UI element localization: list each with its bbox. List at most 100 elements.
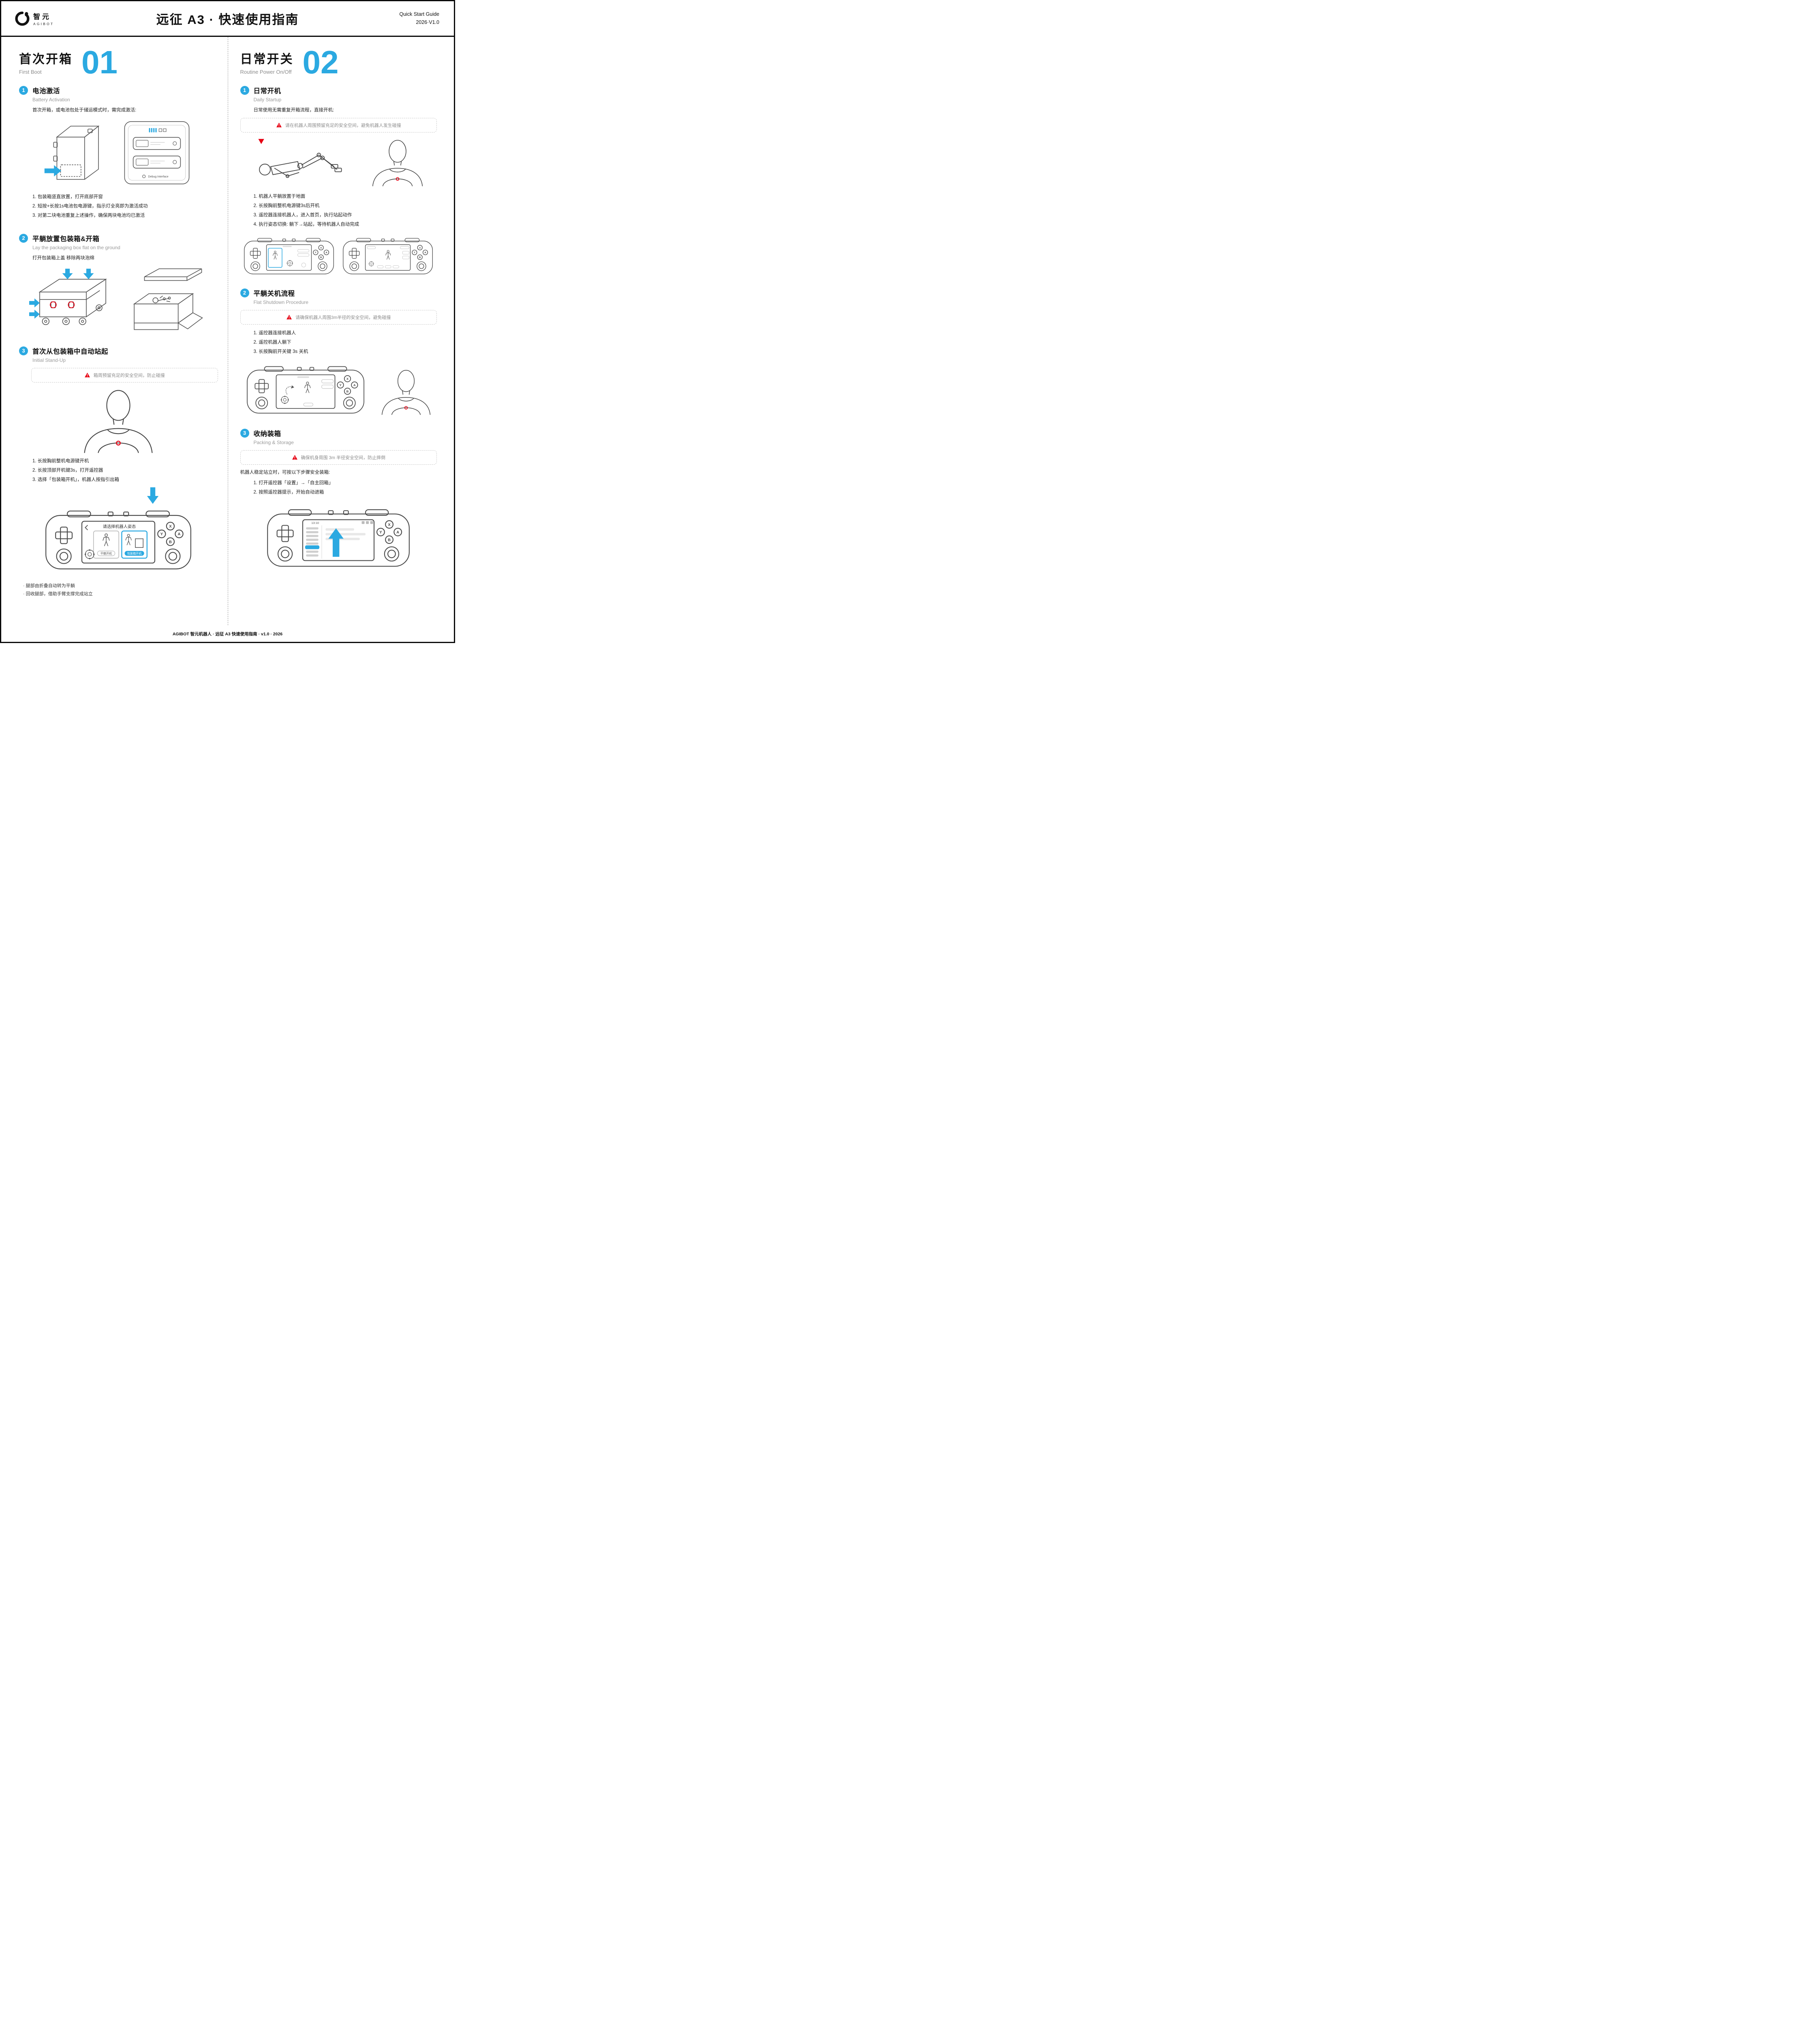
packing-storage-warning: 确保机身周围 3m 半径安全空间，防止摔倒	[240, 450, 437, 465]
selected-card	[268, 248, 282, 268]
step-title-en: Packing & Storage	[253, 439, 294, 445]
step-title-zh: 电池激活	[32, 87, 60, 95]
step-flat-shutdown-header: 2 平躺关机流程 Flat Shutdown Procedure	[240, 288, 437, 305]
robot-lying-illustration	[258, 139, 342, 178]
list-item: 2. 遥控机器人躺下	[253, 340, 291, 345]
robot-bust-front	[82, 387, 155, 454]
remote-controller-home-a	[242, 235, 336, 280]
down-arrow-icon	[147, 487, 159, 504]
battery-activation-steps: 1. 包装箱竖直放置，打开底部开窗 2. 短按+长按1s电池包电源键，指示灯全亮…	[32, 192, 218, 220]
packaging-box-upright-illustration	[45, 125, 100, 180]
agibot-logo: 智元 AGIBOT	[15, 11, 54, 26]
daily-startup-intro: 日常使用无需重复开箱流程，直接开机:	[253, 107, 334, 113]
shutdown-illustration	[240, 362, 437, 421]
flat-shutdown-steps: 1. 遥控器连接机器人 2. 遥控机器人躺下 3. 长按胸前开关键 3s 关机	[254, 329, 437, 357]
daily-startup-warning: 请在机器人周围预留充足的安全空间，避免机器人发生碰撞	[240, 118, 437, 133]
logo-text-zh: 智元	[33, 13, 51, 21]
lay-box-flat-intro: 打开包装箱上盖 移除两块泡绵	[32, 255, 94, 261]
list-item: 4. 执行姿态切换: 躺下→站起，等待机器人自动完成	[253, 222, 359, 227]
warning-text: 请确保机器人周围3m半径的安全空间，避免碰撞	[295, 315, 391, 320]
latch-marker	[68, 301, 75, 308]
gear-icon	[142, 174, 146, 178]
section-01-header: 首次开箱 First Boot 01	[19, 44, 218, 80]
warning-icon	[292, 455, 298, 460]
screen-title: 请选择机器人姿态	[103, 524, 136, 529]
remote-controller-home-b	[341, 235, 434, 280]
warning-text: 箱周预留充足的安全空间，防止碰撞	[93, 373, 165, 378]
step-title-zh: 平躺关机流程	[253, 290, 295, 297]
list-item: 1. 遥控器连接机器人	[253, 330, 296, 336]
step-title-en: Flat Shutdown Procedure	[253, 299, 308, 305]
list-item: 1. 长按胸前整机电源键开机	[32, 458, 89, 464]
step-number-badge: 2	[19, 233, 28, 243]
battery-activation-illustration: Debug Interface	[19, 118, 218, 188]
page-header: 智元 AGIBOT 远征 A3 · 快速使用指南 Quick Start Gui…	[1, 1, 454, 37]
warning-icon	[276, 122, 282, 128]
list-item: 1. 打开遥控器「设置」→「自主回箱」	[253, 480, 334, 485]
list-item: 2. 按照遥控器提示，开始自动进箱	[253, 489, 324, 495]
step-title-en: Lay the packaging box flat on the ground	[32, 244, 120, 250]
section-02-title-en: Routine Power On/Off	[240, 69, 292, 75]
section-01-number: 01	[81, 44, 118, 80]
debug-interface-label: Debug Interface	[148, 175, 169, 178]
posture-card-box-selected	[121, 530, 148, 559]
step-battery-activation-header: 1 电池激活 Battery Activation	[19, 85, 218, 103]
section-02-header: 日常开关 Routine Power On/Off 02	[240, 46, 437, 79]
packing-storage-steps: 1. 打开遥控器「设置」→「自主回箱」 2. 按照遥控器提示，开始自动进箱	[254, 479, 437, 497]
robot-bust-front	[371, 137, 424, 187]
section-routine-power: 日常开关 Routine Power On/Off 02 1 日常开机 Dail…	[227, 37, 454, 625]
settings-menu-rows	[306, 527, 319, 557]
list-item: 3. 长按胸前开关键 3s 关机	[253, 349, 308, 354]
section-01-title-zh: 首次开箱	[19, 53, 73, 66]
list-item: 1. 机器人平躺放置于地面	[253, 194, 306, 199]
warning-icon	[286, 314, 292, 320]
step-title-zh: 首次从包装箱中自动站起	[32, 348, 108, 355]
remote-settings-illustration: 13:10	[240, 504, 437, 576]
remote-controller-settings-screen: 13:10	[265, 504, 412, 576]
initial-standup-steps: 1. 长按胸前整机电源键开机 2. 长按顶部开机键3s，打开遥控器 3. 选择「…	[32, 457, 218, 485]
step-number-badge: 3	[240, 428, 249, 438]
list-item: 2. 长按胸前整机电源键3s后开机	[253, 203, 320, 208]
settings-menu-selected-row	[305, 545, 320, 549]
step-daily-startup-header: 1 日常开机 Daily Startup	[240, 85, 437, 103]
quick-start-guide-page: 智元 AGIBOT 远征 A3 · 快速使用指南 Quick Start Gui…	[0, 0, 455, 643]
warning-text: 确保机身周围 3m 半径安全空间，防止摔倒	[301, 455, 385, 460]
step-number-badge: 1	[240, 85, 249, 95]
gesture-arrow	[286, 386, 292, 395]
step-title-en: Battery Activation	[32, 96, 70, 103]
step-title-en: Initial Stand-Up	[32, 357, 66, 363]
remote-home-screens-illustration	[240, 235, 437, 280]
latch-marker	[50, 301, 57, 308]
standup-safety-warning: 箱周预留充足的安全空间，防止碰撞	[31, 368, 218, 383]
section-01-title-en: First Boot	[19, 69, 42, 75]
list-item: 3. 对第二块电池重复上述操作，确保两块电池均已激活	[32, 213, 145, 218]
down-arrow-annotation	[19, 487, 218, 505]
step-title-zh: 日常开机	[253, 87, 281, 95]
list-item: 3. 选择「包装箱开机」，机器人按指引出箱	[32, 477, 120, 482]
open-direction-arrows	[29, 268, 94, 319]
insert-arrow-icon	[45, 165, 62, 177]
back-chevron-icon	[85, 524, 88, 530]
note-item: · 腿部由折叠自动转为平躺	[23, 583, 75, 588]
step-title-en: Daily Startup	[253, 96, 282, 103]
step-number-badge: 2	[240, 288, 249, 297]
header-version: 2026·V1.0	[416, 19, 439, 25]
step-title-zh: 收纳装箱	[253, 430, 281, 438]
page-footer: AGIBOT 智元机器人 · 远征 A3 快速使用指南 · v1.0 · 202…	[172, 632, 283, 637]
head-marker-icon	[258, 139, 265, 144]
battery-bay-illustration: Debug Interface	[124, 121, 190, 184]
section-first-boot: 首次开箱 First Boot 01 1 电池激活 Battery Activa…	[1, 37, 228, 625]
daily-startup-steps: 1. 机器人平躺放置于地面 2. 长按胸前整机电源键3s后开机 3. 遥控器连接…	[254, 192, 437, 229]
step-number-badge: 3	[19, 346, 28, 355]
list-item: 1. 包装箱竖直放置，打开底部开窗	[32, 194, 103, 199]
remote-controller-posture-screen: 请选择机器人姿态 平躺开机 包装箱开机	[43, 506, 194, 579]
warning-text: 请在机器人周围预留充足的安全空间，避免机器人发生碰撞	[285, 123, 401, 128]
posture-card-lie	[93, 530, 120, 559]
step-title-zh: 平躺放置包装箱&开箱	[32, 235, 100, 243]
standup-notes: · 腿部由折叠自动转为平躺 · 回收腿部，借助手臂支撑完成站立	[23, 582, 218, 599]
step-lay-box-flat-header: 2 平躺放置包装箱&开箱 Lay the packaging box flat …	[19, 233, 218, 250]
step-number-badge: 1	[19, 85, 28, 95]
agibot-logo-icon	[15, 11, 30, 26]
posture-card-box-label: 包装箱开机	[127, 551, 142, 555]
section-02-title-zh: 日常开关	[240, 53, 294, 66]
